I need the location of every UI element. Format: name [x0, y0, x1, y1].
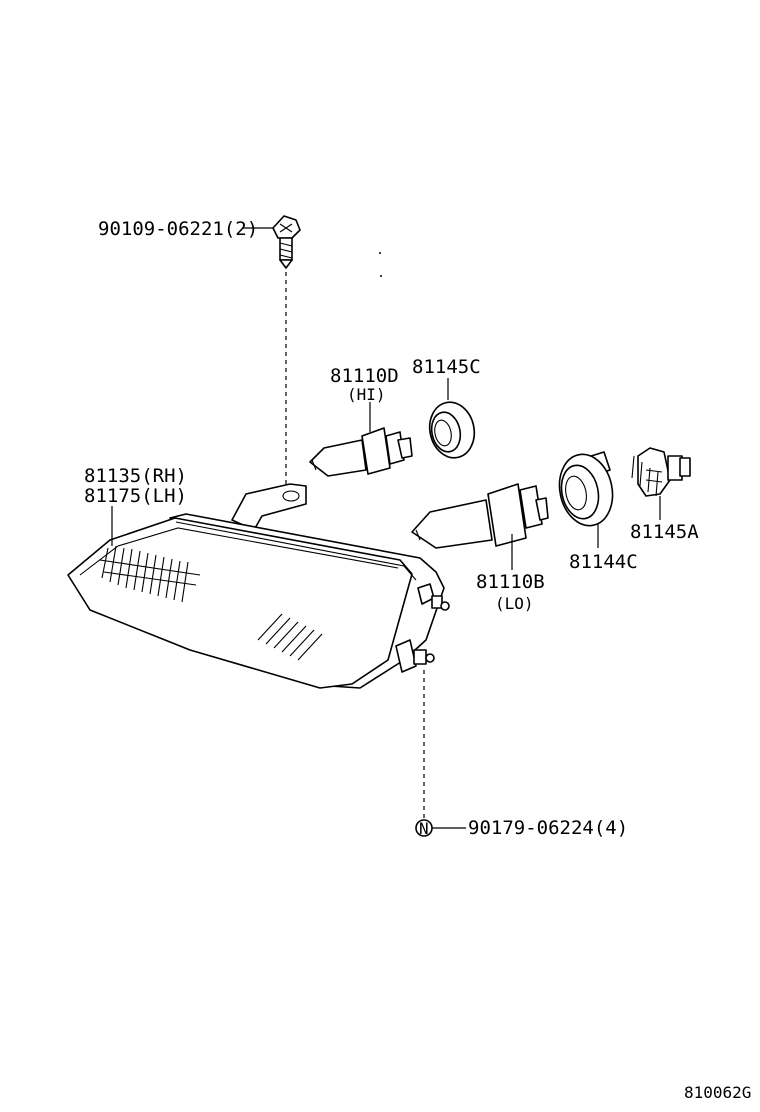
screw-label: 90109-06221(2) — [98, 218, 258, 240]
cover-hi-part — [428, 401, 476, 459]
headlamp-rh-label: 81135(RH) — [84, 465, 187, 487]
bulb-lo-part-label: 81110B — [476, 571, 545, 593]
cover-lo-part — [558, 451, 614, 527]
bulb-lo-part — [411, 483, 549, 549]
headlamp-assembly — [67, 483, 450, 689]
figure-code: 810062G — [684, 1083, 751, 1102]
cover-lo-label: 81144C — [569, 551, 638, 573]
bulb-lo-note-label: (LO) — [495, 594, 534, 613]
cover-hi-label: 81145C — [412, 356, 481, 378]
nut-label: 90179-06224(4) — [468, 817, 628, 839]
bulb-hi-part — [309, 427, 413, 477]
bulb-hi-part-label: 81110D — [330, 365, 399, 387]
nut-symbol-label: N — [419, 819, 429, 838]
screw-part — [272, 215, 301, 269]
socket-label: 81145A — [630, 521, 699, 543]
headlamp-lh-label: 81175(LH) — [84, 485, 187, 507]
bulb-hi-note-label: (HI) — [347, 385, 386, 404]
socket-part — [631, 447, 691, 497]
